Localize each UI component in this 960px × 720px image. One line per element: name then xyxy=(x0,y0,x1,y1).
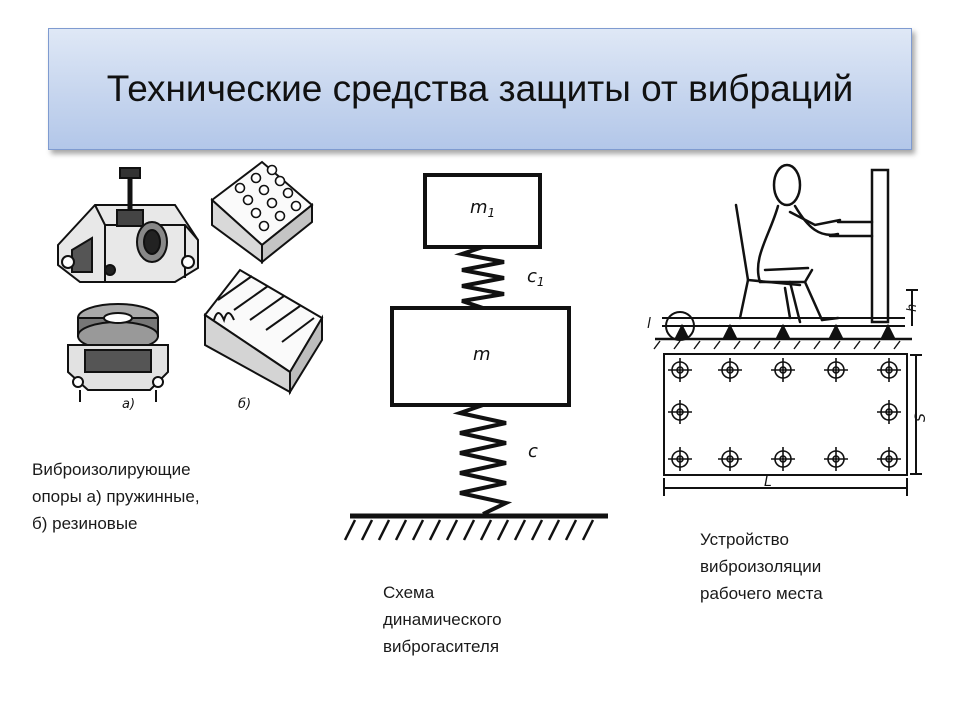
supports-caption-line-3: б) резиновые xyxy=(32,514,138,533)
rubber-block-holes-drawing xyxy=(210,160,314,265)
workplace-caption-line-3: рабочего места xyxy=(700,584,823,603)
label-h: h xyxy=(905,304,920,312)
supports-caption: Виброизолирующие опоры а) пружинные, б) … xyxy=(32,456,200,537)
spring-top xyxy=(454,245,505,310)
platform-profile xyxy=(653,289,918,350)
isolator-markers xyxy=(668,358,901,471)
workplace-caption: Устройство виброизоляции рабочего места xyxy=(700,526,823,607)
ground-base xyxy=(343,513,608,541)
spring-mount-top-drawing xyxy=(57,167,199,283)
mass-top-symbol: m xyxy=(470,197,488,218)
operator-drawing xyxy=(734,163,890,324)
mass-top-subscript: 1 xyxy=(488,206,496,220)
title-banner: Технические средства защиты от вибраций xyxy=(48,28,912,150)
label-s: S xyxy=(913,413,929,422)
supports-caption-line-2: опоры а) пружинные, xyxy=(32,487,200,506)
label-l-side: l xyxy=(647,316,651,332)
workplace-caption-line-1: Устройство xyxy=(700,530,789,549)
supports-caption-line-1: Виброизолирующие xyxy=(32,460,191,479)
spring-mount-bottom-drawing xyxy=(67,303,169,402)
absorber-caption-line-2: динамического xyxy=(383,610,502,629)
workplace-caption-line-2: виброизоляции xyxy=(700,557,822,576)
spring-top-symbol: c xyxy=(527,266,537,287)
label-a: а) xyxy=(122,397,135,412)
absorber-caption-line-1: Схема xyxy=(383,583,435,602)
spring-bottom xyxy=(452,403,513,516)
mass-top-label: m1 xyxy=(470,197,495,220)
label-b: б) xyxy=(238,397,251,412)
rubber-block-ribbed-drawing xyxy=(203,268,324,396)
mass-main-block xyxy=(390,306,571,407)
spring-top-label: c1 xyxy=(527,266,545,289)
mass-main-label: m xyxy=(473,344,491,365)
spring-bottom-label: c xyxy=(528,441,538,462)
plan-view xyxy=(663,353,922,496)
absorber-caption: Схема динамического виброгасителя xyxy=(383,579,502,660)
spring-top-subscript: 1 xyxy=(537,275,545,289)
absorber-caption-line-3: виброгасителя xyxy=(383,637,500,656)
slide-title: Технические средства защиты от вибраций xyxy=(106,68,854,109)
label-L: L xyxy=(764,474,772,490)
